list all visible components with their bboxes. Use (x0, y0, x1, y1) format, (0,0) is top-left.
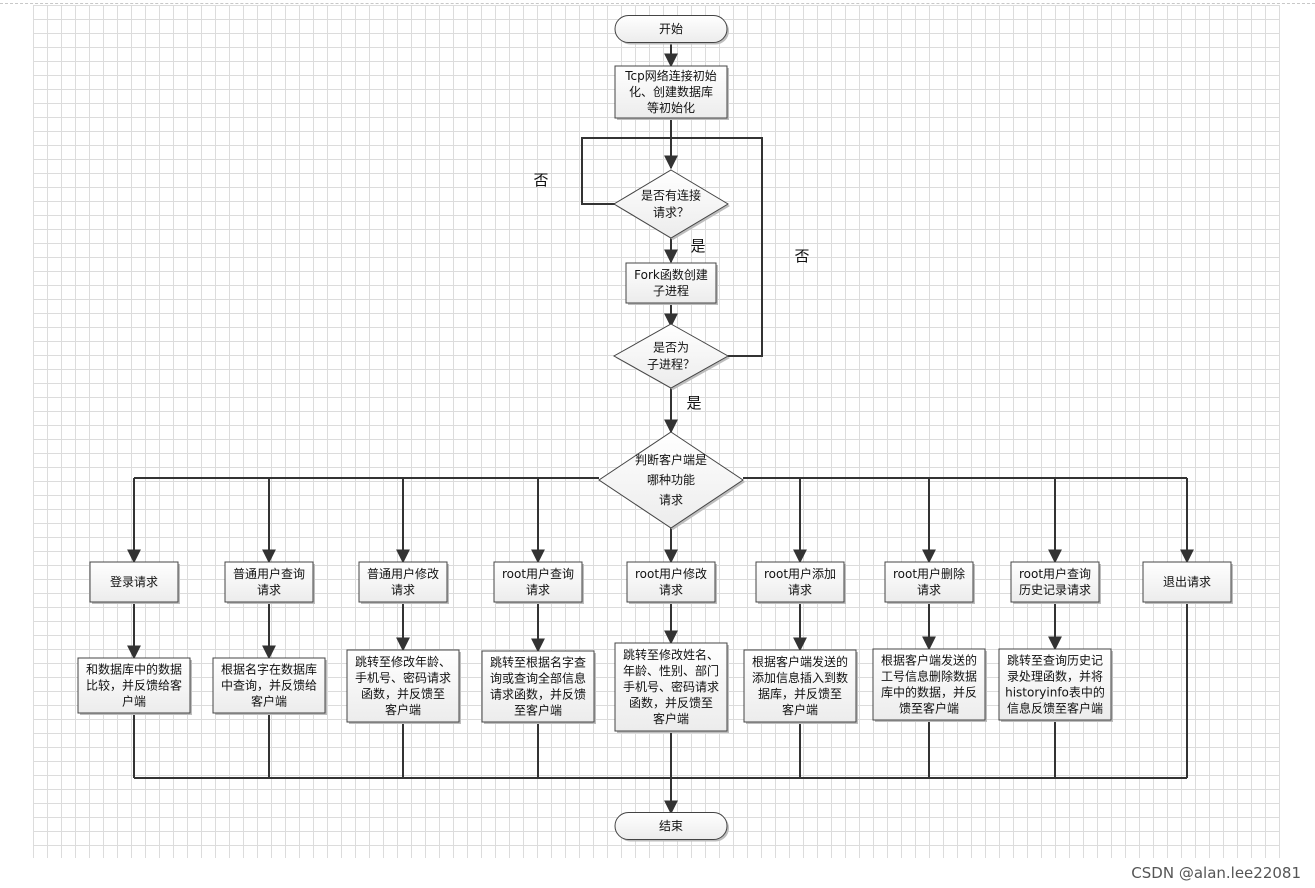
action-box-0-text: 户端 (122, 694, 146, 709)
fork-box-text: Fork函数创建 (634, 267, 708, 282)
request-box-1-text: 普通用户查询 (233, 566, 305, 581)
is-child-decision-text: 子进程？ (647, 357, 695, 372)
action-box-4-text: 手机号、密码请求 (623, 679, 719, 694)
end-terminal (614, 812, 728, 840)
action-box-0-text: 和数据库中的数据 (86, 662, 182, 677)
request-box-4 (626, 561, 716, 603)
action-box-4-text: 年龄、性别、部门 (623, 663, 719, 678)
init-box (614, 65, 728, 119)
action-box-6-text: 工号信息删除数据 (881, 669, 977, 684)
action-box-2-text: 手机号、密码请求 (355, 670, 451, 685)
request-box-7 (1010, 561, 1100, 603)
action-box-4 (614, 642, 728, 732)
judge-request-decision-text: 判断客户端是 (635, 452, 707, 467)
label-yes-2: 是 (686, 394, 701, 412)
action-box-6-text: 根据客户端发送的 (881, 653, 977, 668)
has-connection-decision-text: 请求？ (653, 206, 689, 220)
is-child-decision (612, 323, 730, 389)
is-child-decision-text: 是否为 (653, 341, 689, 355)
connectors (127, 42, 1194, 815)
request-box-5-text: 请求 (788, 583, 812, 597)
action-box-5-text: 据库，并反馈至 (758, 686, 842, 701)
action-box-7-text: 跳转至查询历史记 (1007, 653, 1103, 668)
action-box-3 (481, 650, 595, 723)
action-box-1-text: 客户端 (251, 694, 287, 709)
action-box-4-text: 跳转至修改姓名、 (623, 647, 719, 662)
request-box-0 (89, 561, 179, 603)
action-box-3-text: 询或查询全部信息 (490, 671, 586, 686)
action-box-2-text: 跳转至修改年龄、 (355, 654, 451, 669)
action-box-0-text: 比较，并反馈给客 (86, 678, 182, 693)
action-box-1-text: 中查询，并反馈给 (221, 678, 317, 693)
end-terminal-text: 结束 (659, 819, 683, 833)
watermark: CSDN @alan.lee22081 (1131, 864, 1301, 882)
action-box-4-text: 客户端 (653, 711, 689, 726)
request-box-8 (1142, 561, 1232, 603)
action-box-7 (998, 648, 1112, 721)
has-connection-decision (613, 169, 729, 239)
request-box-8-text: 退出请求 (1163, 575, 1211, 589)
judge-request-decision-text: 哪种功能 (647, 473, 695, 487)
action-box-1 (212, 657, 326, 714)
action-box-2-text: 函数，并反馈至 (361, 686, 445, 701)
action-box-3-text: 请求函数，并反馈 (490, 687, 586, 702)
action-box-5-text: 根据客户端发送的 (752, 654, 848, 669)
action-box-5-text: 客户端 (782, 702, 818, 717)
edge-no-conn-loop (581, 137, 671, 205)
action-box-7-text: 信息反馈至客户端 (1007, 701, 1103, 716)
init-box-text: 化、创建数据库 (629, 84, 713, 99)
action-box-5 (743, 649, 857, 723)
request-box-0-text: 登录请求 (110, 574, 158, 589)
action-box-3-text: 跳转至根据名字查 (490, 655, 586, 670)
label-no-right: 否 (794, 247, 809, 265)
request-box-2-text: 请求 (391, 583, 415, 597)
request-box-2 (358, 561, 448, 603)
request-box-3-text: 请求 (526, 583, 550, 597)
action-box-7-text: 录处理函数，并将 (1007, 669, 1103, 684)
action-box-0 (77, 657, 191, 714)
shapes (77, 15, 1233, 842)
action-box-1-text: 根据名字在数据库 (221, 662, 317, 677)
action-box-2 (346, 649, 460, 723)
request-box-4-text: root用户修改 (635, 566, 707, 581)
action-box-2-text: 客户端 (385, 702, 421, 717)
start-terminal-text: 开始 (659, 22, 683, 36)
init-box-text: Tcp网络连接初始 (624, 68, 717, 83)
request-box-1 (224, 561, 314, 603)
request-box-3-text: root用户查询 (502, 566, 574, 581)
action-box-6-text: 馈至客户端 (899, 701, 959, 716)
request-box-3 (493, 561, 583, 603)
action-box-3-text: 至客户端 (514, 703, 562, 718)
request-box-6 (884, 561, 974, 603)
request-box-7-text: 历史记录请求 (1019, 583, 1091, 597)
init-box-text: 等初始化 (647, 101, 695, 115)
request-box-6-text: 请求 (917, 583, 941, 597)
action-box-5-text: 添加信息插入到数 (752, 670, 848, 685)
judge-request-decision-text: 请求 (659, 493, 683, 507)
request-box-5-text: root用户添加 (764, 566, 836, 581)
request-box-7-text: root用户查询 (1019, 566, 1091, 581)
top-border-line (0, 3, 1315, 4)
request-box-6-text: root用户删除 (893, 566, 965, 581)
request-box-5 (755, 561, 845, 603)
request-box-4-text: 请求 (659, 583, 683, 597)
action-box-7-text: historyinfo表中的 (1005, 685, 1105, 700)
action-box-6-text: 库中的数据，并反 (881, 685, 977, 700)
fork-box-text: 子进程 (653, 283, 689, 298)
action-box-4-text: 函数，并反馈至 (629, 695, 713, 710)
request-box-1-text: 请求 (257, 583, 281, 597)
request-box-2-text: 普通用户修改 (367, 566, 439, 581)
edge-no-child-loop (671, 137, 763, 357)
judge-request-decision (598, 431, 744, 529)
start-terminal (614, 15, 728, 43)
action-box-6 (872, 648, 986, 721)
label-yes-1: 是 (690, 237, 705, 255)
label-no-left: 否 (533, 171, 548, 189)
has-connection-decision-text: 是否有连接 (641, 188, 701, 203)
fork-box (625, 262, 717, 304)
